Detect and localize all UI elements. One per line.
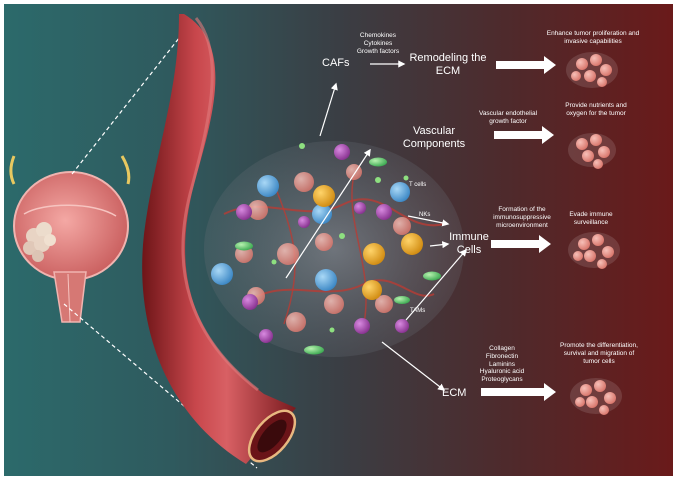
mediators-immune: Formation of the immunosuppressive micro…: [493, 206, 551, 229]
blue-cells: [211, 175, 410, 291]
zoom-line-top: [71, 27, 188, 175]
mediators-vascular: Vascular endothelial growth factor: [478, 110, 538, 125]
diagram-canvas: CAFs Chemokines Cytokines Growth factors…: [4, 4, 673, 476]
outcome-cluster-2: [568, 133, 616, 169]
label-nks: NKs: [419, 212, 431, 218]
bladder-illustration: [9, 155, 131, 323]
big-arrows: [481, 56, 556, 401]
outcome-cluster-1: [566, 52, 618, 88]
arrows: [285, 60, 467, 391]
tumor-microenvironment: [204, 141, 464, 357]
illustration-layer: [9, 14, 622, 469]
outcome-cluster-3: [568, 232, 620, 269]
label-remodeling-ecm: Remodeling the ECM: [409, 52, 487, 77]
mediators-ecm: Collagen Fibronectin Laminins Hyaluronic…: [479, 345, 525, 384]
outcome-ecm: Promote the differentiation, survival an…: [560, 342, 638, 365]
label-vascular-components: Vascular Components: [402, 125, 466, 150]
outcome-vascular: Provide nutrients and oxygen for the tum…: [565, 102, 627, 117]
blood-vessel: [142, 14, 297, 464]
purple-cells: [236, 144, 409, 343]
orange-cells: [313, 185, 423, 300]
label-ecm: ECM: [442, 387, 467, 399]
outcome-immune: Evade immune surveillance: [569, 211, 613, 226]
outcome-cluster-4: [570, 378, 622, 415]
mediators-cafs: Chemokines Cytokines Growth factors: [356, 32, 400, 55]
bladder-tumor: [23, 222, 56, 262]
label-cafs: CAFs: [322, 57, 350, 69]
label-tcells: T cells: [409, 182, 427, 188]
label-immune-cells: Immune Cells: [449, 231, 489, 256]
outcome-cafs: Enhance tumor proliferation and invasive…: [546, 30, 640, 45]
label-tams: TAMs: [410, 308, 426, 314]
green-cells: [235, 143, 441, 355]
